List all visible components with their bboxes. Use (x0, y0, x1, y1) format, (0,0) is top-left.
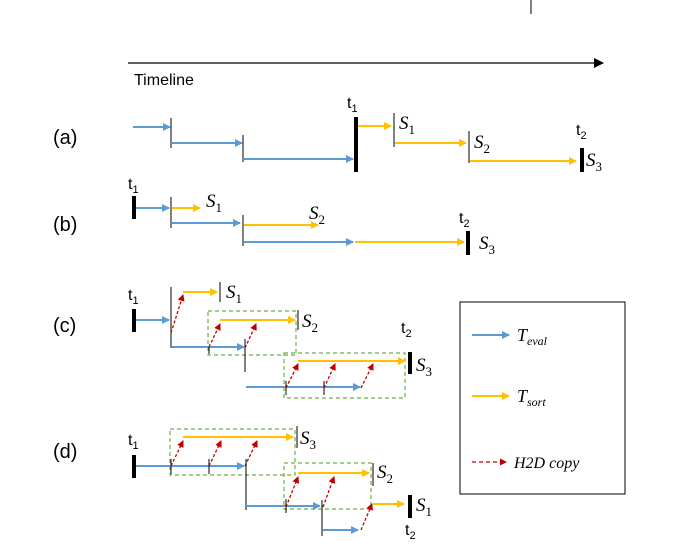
panel-c: t1 S1 S2 t2 S3 (128, 282, 432, 399)
h2d-copy-arrow (208, 440, 222, 467)
s2-label: S2 (309, 203, 325, 227)
panel-b-label: (b) (53, 214, 77, 236)
t1-label: t1 (347, 95, 358, 115)
s3-label: S3 (479, 233, 495, 257)
legend: Teval Tsort H2D copy (459, 301, 626, 495)
legend-eval-label: Teval (517, 325, 548, 348)
t2-label: t2 (576, 122, 587, 142)
legend-sort-label: Tsort (517, 386, 546, 409)
timeline-label: Timeline (134, 72, 194, 89)
panel-d-label: (d) (53, 441, 77, 463)
t2-label: t2 (401, 320, 412, 340)
h2d-copy-arrow (285, 363, 299, 389)
legend-copy-label: H2D copy (513, 455, 580, 472)
s3-label: S3 (416, 355, 432, 379)
h2d-copy-arrow (244, 440, 258, 467)
panel-a: t1 S1 S2 t2 S3 (133, 95, 602, 174)
s1-label: S1 (399, 113, 415, 137)
panel-d: t1 S3 S2 S1 t2 (128, 426, 432, 542)
h2d-copy-arrow (360, 503, 373, 531)
pipeline-box (169, 428, 296, 476)
s1-label: S1 (206, 191, 222, 215)
h2d-copy-arrow (360, 363, 374, 389)
s2-label: S2 (474, 132, 490, 156)
s3-label: S3 (586, 150, 602, 174)
t1-label: t1 (128, 176, 139, 196)
t2-label: t2 (405, 522, 416, 542)
s2-label: S2 (302, 311, 318, 335)
h2d-copy-arrow (244, 323, 257, 349)
panel-b: t1 S1 S2 t2 S3 (128, 176, 495, 257)
t1-label: t1 (128, 287, 139, 307)
h2d-copy-arrow (170, 440, 184, 467)
pipeline-box (283, 352, 406, 399)
s2-label: S2 (377, 462, 393, 486)
h2d-copy-arrow (170, 294, 185, 334)
s3-label: S3 (300, 428, 316, 452)
t1-label: t1 (128, 432, 139, 452)
t2-label: t2 (459, 210, 470, 230)
s1-label: S1 (226, 282, 242, 306)
panel-c-label: (c) (53, 315, 76, 337)
h2d-copy-arrow (285, 476, 300, 508)
s1-label: S1 (416, 495, 432, 519)
pipeline-box (283, 462, 372, 510)
h2d-copy-arrow (208, 323, 221, 348)
h2d-copy-arrow (323, 363, 336, 389)
h2d-copy-arrow (322, 476, 336, 508)
pipeline-box (207, 310, 297, 356)
panel-a-label: (a) (53, 127, 77, 149)
